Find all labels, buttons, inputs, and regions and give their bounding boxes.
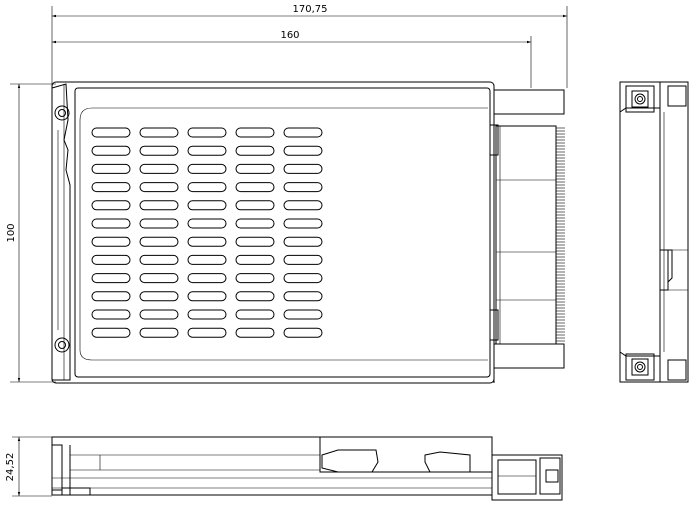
dimension-body-width: 160 — [52, 30, 532, 88]
vent-slot — [91, 309, 131, 320]
vent-slot — [283, 218, 323, 229]
vent-slot — [139, 182, 179, 193]
dimension-thickness: 24,52 — [5, 436, 52, 497]
vent-slot — [91, 218, 131, 229]
vent-slot — [139, 291, 179, 302]
vent-slots — [91, 127, 323, 338]
overall-width-label: 170,75 — [293, 4, 328, 15]
vent-slot — [187, 327, 227, 338]
vent-slot — [91, 163, 131, 174]
vent-slot — [283, 273, 323, 284]
vent-slot — [91, 127, 131, 138]
vent-slot — [235, 309, 275, 320]
vent-slot — [91, 182, 131, 193]
vent-slot — [139, 327, 179, 338]
vent-slot — [139, 163, 179, 174]
vent-slot — [235, 327, 275, 338]
vent-slot — [283, 182, 323, 193]
vent-slot — [91, 327, 131, 338]
vent-slot — [283, 291, 323, 302]
vent-slot — [283, 327, 323, 338]
side-view — [619, 81, 689, 383]
vent-slot — [139, 254, 179, 265]
screw-bottom-icon — [54, 337, 70, 353]
vent-slot — [187, 218, 227, 229]
vent-slot — [187, 309, 227, 320]
profile-view — [51, 436, 563, 501]
vent-slot — [139, 273, 179, 284]
vent-slot — [187, 236, 227, 247]
vent-slot — [139, 127, 179, 138]
vent-slot — [139, 218, 179, 229]
vent-slot — [91, 273, 131, 284]
vent-slot — [139, 145, 179, 156]
vent-slot — [283, 236, 323, 247]
vent-slot — [139, 236, 179, 247]
vent-slot — [91, 145, 131, 156]
vent-slot — [187, 145, 227, 156]
vent-slot — [91, 254, 131, 265]
vent-slot — [139, 200, 179, 211]
vent-slot — [235, 200, 275, 211]
connector-pins — [556, 127, 565, 342]
vent-slot — [187, 163, 227, 174]
vent-slot — [139, 309, 179, 320]
vent-slot — [235, 127, 275, 138]
vent-slot — [235, 291, 275, 302]
vent-slot — [91, 200, 131, 211]
front-view — [51, 81, 565, 384]
height-label: 100 — [6, 223, 17, 242]
dimension-overall-width: 170,75 — [51, 4, 568, 88]
vent-slot — [283, 254, 323, 265]
vent-slot — [91, 291, 131, 302]
body-width-label: 160 — [280, 30, 299, 41]
vent-slot — [235, 145, 275, 156]
vent-slot — [187, 127, 227, 138]
vent-slot — [187, 182, 227, 193]
vent-slot — [283, 145, 323, 156]
vent-slot — [283, 163, 323, 174]
vent-slot — [187, 291, 227, 302]
vent-slot — [235, 182, 275, 193]
vent-slot — [235, 254, 275, 265]
screw-top-icon — [54, 105, 70, 121]
vent-slot — [235, 218, 275, 229]
vent-slot — [91, 236, 131, 247]
thickness-label: 24,52 — [5, 453, 16, 482]
vent-slot — [283, 309, 323, 320]
vent-slot — [235, 236, 275, 247]
vent-slot — [235, 163, 275, 174]
vent-slot — [187, 254, 227, 265]
vent-slot — [283, 200, 323, 211]
vent-slot — [187, 200, 227, 211]
dimension-height: 100 — [6, 83, 56, 383]
vent-slot — [235, 273, 275, 284]
vent-slot — [283, 127, 323, 138]
vent-slot — [187, 273, 227, 284]
side-screw-top-icon — [631, 90, 649, 108]
side-screw-bottom-icon — [631, 358, 649, 376]
